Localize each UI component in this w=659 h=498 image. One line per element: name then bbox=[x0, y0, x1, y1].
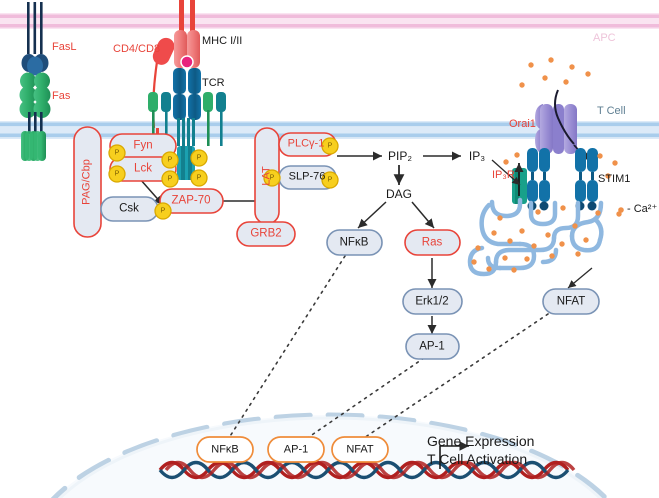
nfkb-nuclear-label[interactable]: NFκB bbox=[211, 443, 239, 456]
tcr-label: TCR bbox=[202, 77, 225, 89]
fasl-fas-complex bbox=[19, 2, 51, 161]
slp76-label[interactable]: SLP-76 bbox=[288, 170, 326, 183]
nfat-nuclear-label: NFAT bbox=[346, 443, 374, 456]
phosphate-letter: P bbox=[114, 170, 120, 178]
ip3-label: IP₃ bbox=[468, 149, 486, 163]
tcell-label: T Cell bbox=[597, 105, 626, 117]
nfkb-translocation bbox=[226, 255, 346, 442]
phosphate-groups bbox=[108, 137, 339, 220]
ap1-shape bbox=[405, 333, 460, 360]
phosphate-letter: P bbox=[196, 174, 202, 182]
tcr-complex bbox=[148, 68, 226, 180]
apc-label: APC bbox=[593, 32, 616, 44]
phosphate-icon bbox=[190, 149, 208, 167]
phosphate-letter: P bbox=[160, 207, 166, 215]
plcg1-label[interactable]: PLCγ-1 bbox=[287, 137, 325, 150]
translocation-lines bbox=[226, 255, 549, 442]
tcell-activation-label: T Cell Activation bbox=[427, 451, 528, 467]
fas-label: Fas bbox=[52, 90, 71, 102]
phosphate-icon bbox=[108, 144, 126, 162]
ras-label[interactable]: Ras bbox=[421, 236, 443, 249]
nfat-nuclear-shape bbox=[331, 436, 389, 463]
zap70-label[interactable]: ZAP-70 bbox=[171, 194, 211, 207]
calcium-ions bbox=[471, 57, 622, 273]
ip3r-label: IP₃R bbox=[492, 169, 515, 181]
phosphate-icon bbox=[154, 202, 172, 220]
apc-membrane bbox=[0, 13, 659, 29]
cd4-cd8-label: CD4/CD8 bbox=[113, 43, 161, 55]
gene-expression-arrow bbox=[439, 441, 469, 469]
phosphate-icon bbox=[321, 171, 339, 189]
phosphate-icon bbox=[190, 169, 208, 187]
phosphate-letter: P bbox=[167, 175, 173, 183]
nfat-label[interactable]: NFAT bbox=[556, 295, 586, 308]
fyn-label[interactable]: Fyn bbox=[133, 139, 153, 152]
phosphate-letter: P bbox=[327, 176, 333, 184]
phosphate-icon bbox=[321, 137, 339, 155]
ap1-label[interactable]: AP-1 bbox=[419, 340, 445, 353]
phosphate-icon bbox=[108, 165, 126, 183]
mhc-label: MHC I/II bbox=[202, 35, 243, 47]
erk-label[interactable]: Erk1/2 bbox=[415, 295, 449, 308]
orai1-label: Orai1 bbox=[509, 118, 536, 130]
phosphate-letter: P bbox=[327, 142, 333, 150]
erk-shape bbox=[402, 288, 463, 315]
phosphate-letter: P bbox=[269, 174, 275, 182]
gene-expression-label: Gene Expression bbox=[427, 433, 535, 449]
phosphate-icon bbox=[263, 169, 281, 187]
lck-label[interactable]: Lck bbox=[134, 162, 152, 175]
phosphate-letter: P bbox=[167, 156, 173, 164]
csk-label[interactable]: Csk bbox=[119, 202, 139, 215]
stim1-proteins bbox=[527, 148, 598, 211]
endoplasmic-reticulum bbox=[467, 197, 604, 277]
dag-label: DAG bbox=[385, 187, 413, 201]
calcium-legend-label: - Ca²⁺ bbox=[627, 203, 658, 215]
nfat-shape bbox=[542, 288, 600, 315]
phosphate-icon bbox=[161, 151, 179, 169]
ap1-nuclear-label[interactable]: AP-1 bbox=[283, 443, 309, 456]
ras-shape bbox=[404, 229, 461, 256]
nfkb-nuclear-shape bbox=[196, 436, 254, 463]
zap70-shape bbox=[159, 188, 224, 214]
phosphate-letter: P bbox=[196, 154, 202, 162]
pag-cbp-label: PAG/Cbp bbox=[80, 159, 93, 205]
ca-legend-dot bbox=[618, 207, 624, 213]
fasl-label: FasL bbox=[52, 41, 77, 53]
pip2-label: PIP₂ bbox=[388, 149, 412, 163]
orai1-channel bbox=[535, 89, 593, 160]
stim1-label: STIM1 bbox=[598, 173, 631, 185]
nfkb-shape bbox=[326, 229, 383, 256]
ap1-nuclear-shape bbox=[267, 436, 325, 463]
grb2-label[interactable]: GRB2 bbox=[250, 227, 282, 240]
pag-cbp-shape bbox=[73, 126, 102, 238]
nfkb-label[interactable]: NFκB bbox=[339, 236, 369, 249]
mhc-complex bbox=[174, 0, 200, 69]
phosphate-icon bbox=[161, 170, 179, 188]
nfat-translocation bbox=[363, 313, 549, 439]
grb2-shape bbox=[236, 221, 296, 247]
phosphate-letter: P bbox=[114, 149, 120, 157]
